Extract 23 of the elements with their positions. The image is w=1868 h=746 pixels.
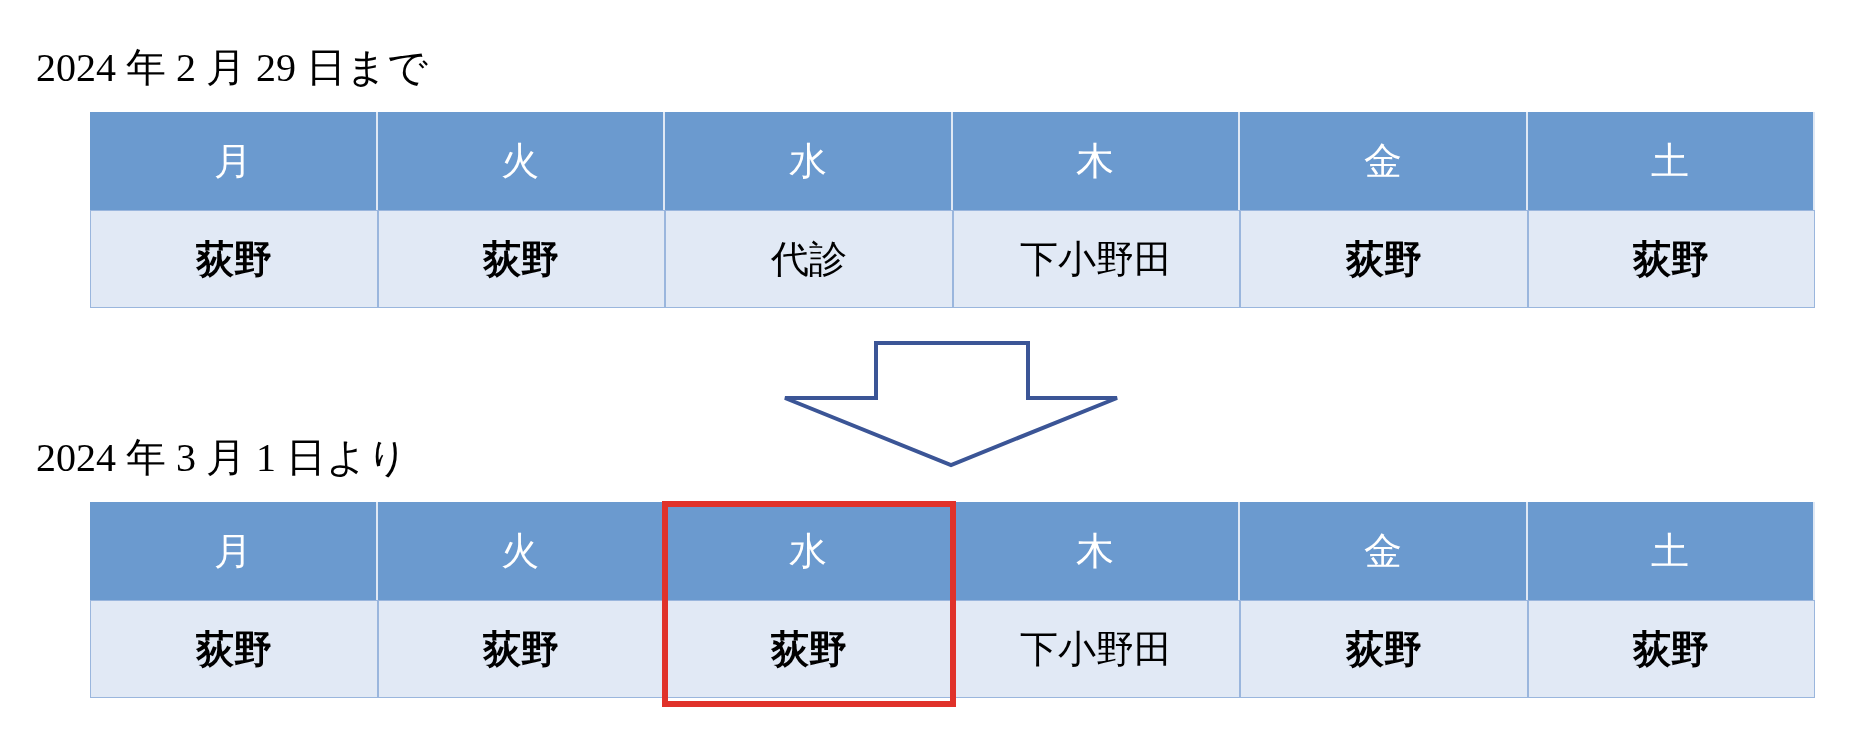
section-heading: 2024 年 2 月 29 日まで — [36, 44, 428, 92]
doctor-name-cell: 荻野 — [1527, 600, 1815, 698]
doctor-name-cell: 荻野 — [90, 210, 378, 308]
section-heading: 2024 年 3 月 1 日より — [36, 434, 408, 482]
doctor-name-cell: 荻野 — [1240, 210, 1528, 308]
doctor-name-cell: 下小野田 — [952, 210, 1240, 308]
doctor-name-cell: 荻野 — [90, 600, 378, 698]
weekday-header: 火 — [377, 502, 665, 600]
weekday-header: 月 — [90, 502, 378, 600]
doctor-name-cell: 荻野 — [1527, 210, 1815, 308]
weekday-header: 土 — [1527, 112, 1815, 210]
doctor-name-cell: 荻野 — [665, 600, 953, 698]
doctor-name-cell: 代診 — [665, 210, 953, 308]
weekday-header: 金 — [1240, 112, 1528, 210]
doctor-name-cell: 荻野 — [377, 600, 665, 698]
weekday-header: 土 — [1527, 502, 1815, 600]
weekday-header: 水 — [665, 112, 953, 210]
doctor-name-cell: 荻野 — [377, 210, 665, 308]
weekday-header: 月 — [90, 112, 378, 210]
weekday-header: 火 — [377, 112, 665, 210]
weekday-header: 金 — [1240, 502, 1528, 600]
weekday-header: 木 — [952, 112, 1240, 210]
doctor-name-cell: 荻野 — [1240, 600, 1528, 698]
